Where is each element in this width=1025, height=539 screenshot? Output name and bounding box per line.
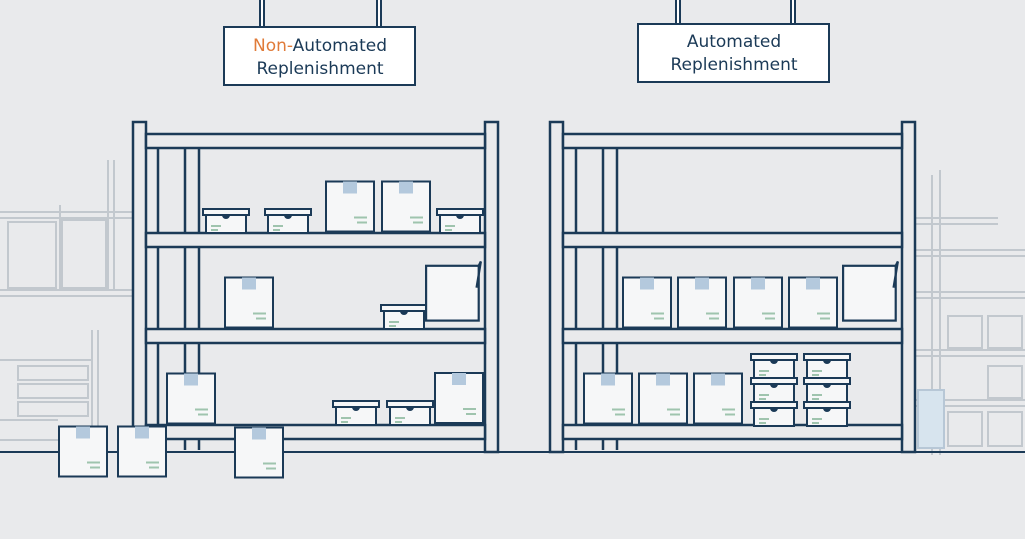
background-shelving-left [0, 160, 132, 450]
storage-bin-icon [386, 400, 434, 426]
cardboard-box-icon [693, 372, 743, 425]
sign-highlight-prefix: Non- [253, 36, 293, 56]
storage-bin-icon [264, 208, 312, 234]
open-box-icon [425, 260, 482, 322]
storage-bin-icon [750, 401, 798, 427]
cardboard-box-icon [788, 276, 838, 329]
sign-non-automated-line1: Non-Automated [253, 36, 387, 56]
cardboard-box-icon [58, 425, 108, 478]
cardboard-box-icon [622, 276, 672, 329]
storage-bin-icon [436, 208, 484, 234]
sign-non-automated-line2: Replenishment [256, 59, 383, 79]
shelf-right [548, 120, 917, 454]
cardboard-box-icon [677, 276, 727, 329]
cardboard-box-icon [117, 425, 167, 478]
background-shelving-right [916, 170, 1025, 455]
cardboard-box-icon [733, 276, 783, 329]
storage-bin-icon [803, 377, 851, 403]
cardboard-box-icon [224, 276, 274, 329]
cardboard-box-icon [234, 426, 284, 479]
storage-bin-icon [803, 353, 851, 379]
open-box-icon [842, 260, 899, 322]
storage-bin-icon [750, 377, 798, 403]
cardboard-box-icon [434, 371, 484, 425]
storage-bin-icon [202, 208, 250, 234]
storage-bin-icon [803, 401, 851, 427]
sign-line1-rest: Automated [293, 36, 387, 56]
storage-bin-icon [332, 400, 380, 426]
cardboard-box-icon [583, 372, 633, 425]
cardboard-box-icon [638, 372, 688, 425]
sign-automated-line2: Replenishment [670, 55, 797, 75]
storage-bin-icon [750, 353, 798, 379]
cardboard-box-icon [325, 180, 375, 233]
storage-bin-icon [380, 304, 428, 330]
sign-non-automated: Non-Automated Replenishment [223, 0, 416, 86]
sign-automated: Automated Replenishment [637, 0, 830, 83]
cardboard-box-icon [381, 180, 431, 233]
cardboard-box-icon [166, 372, 216, 425]
sign-automated-line1: Automated [687, 32, 781, 52]
